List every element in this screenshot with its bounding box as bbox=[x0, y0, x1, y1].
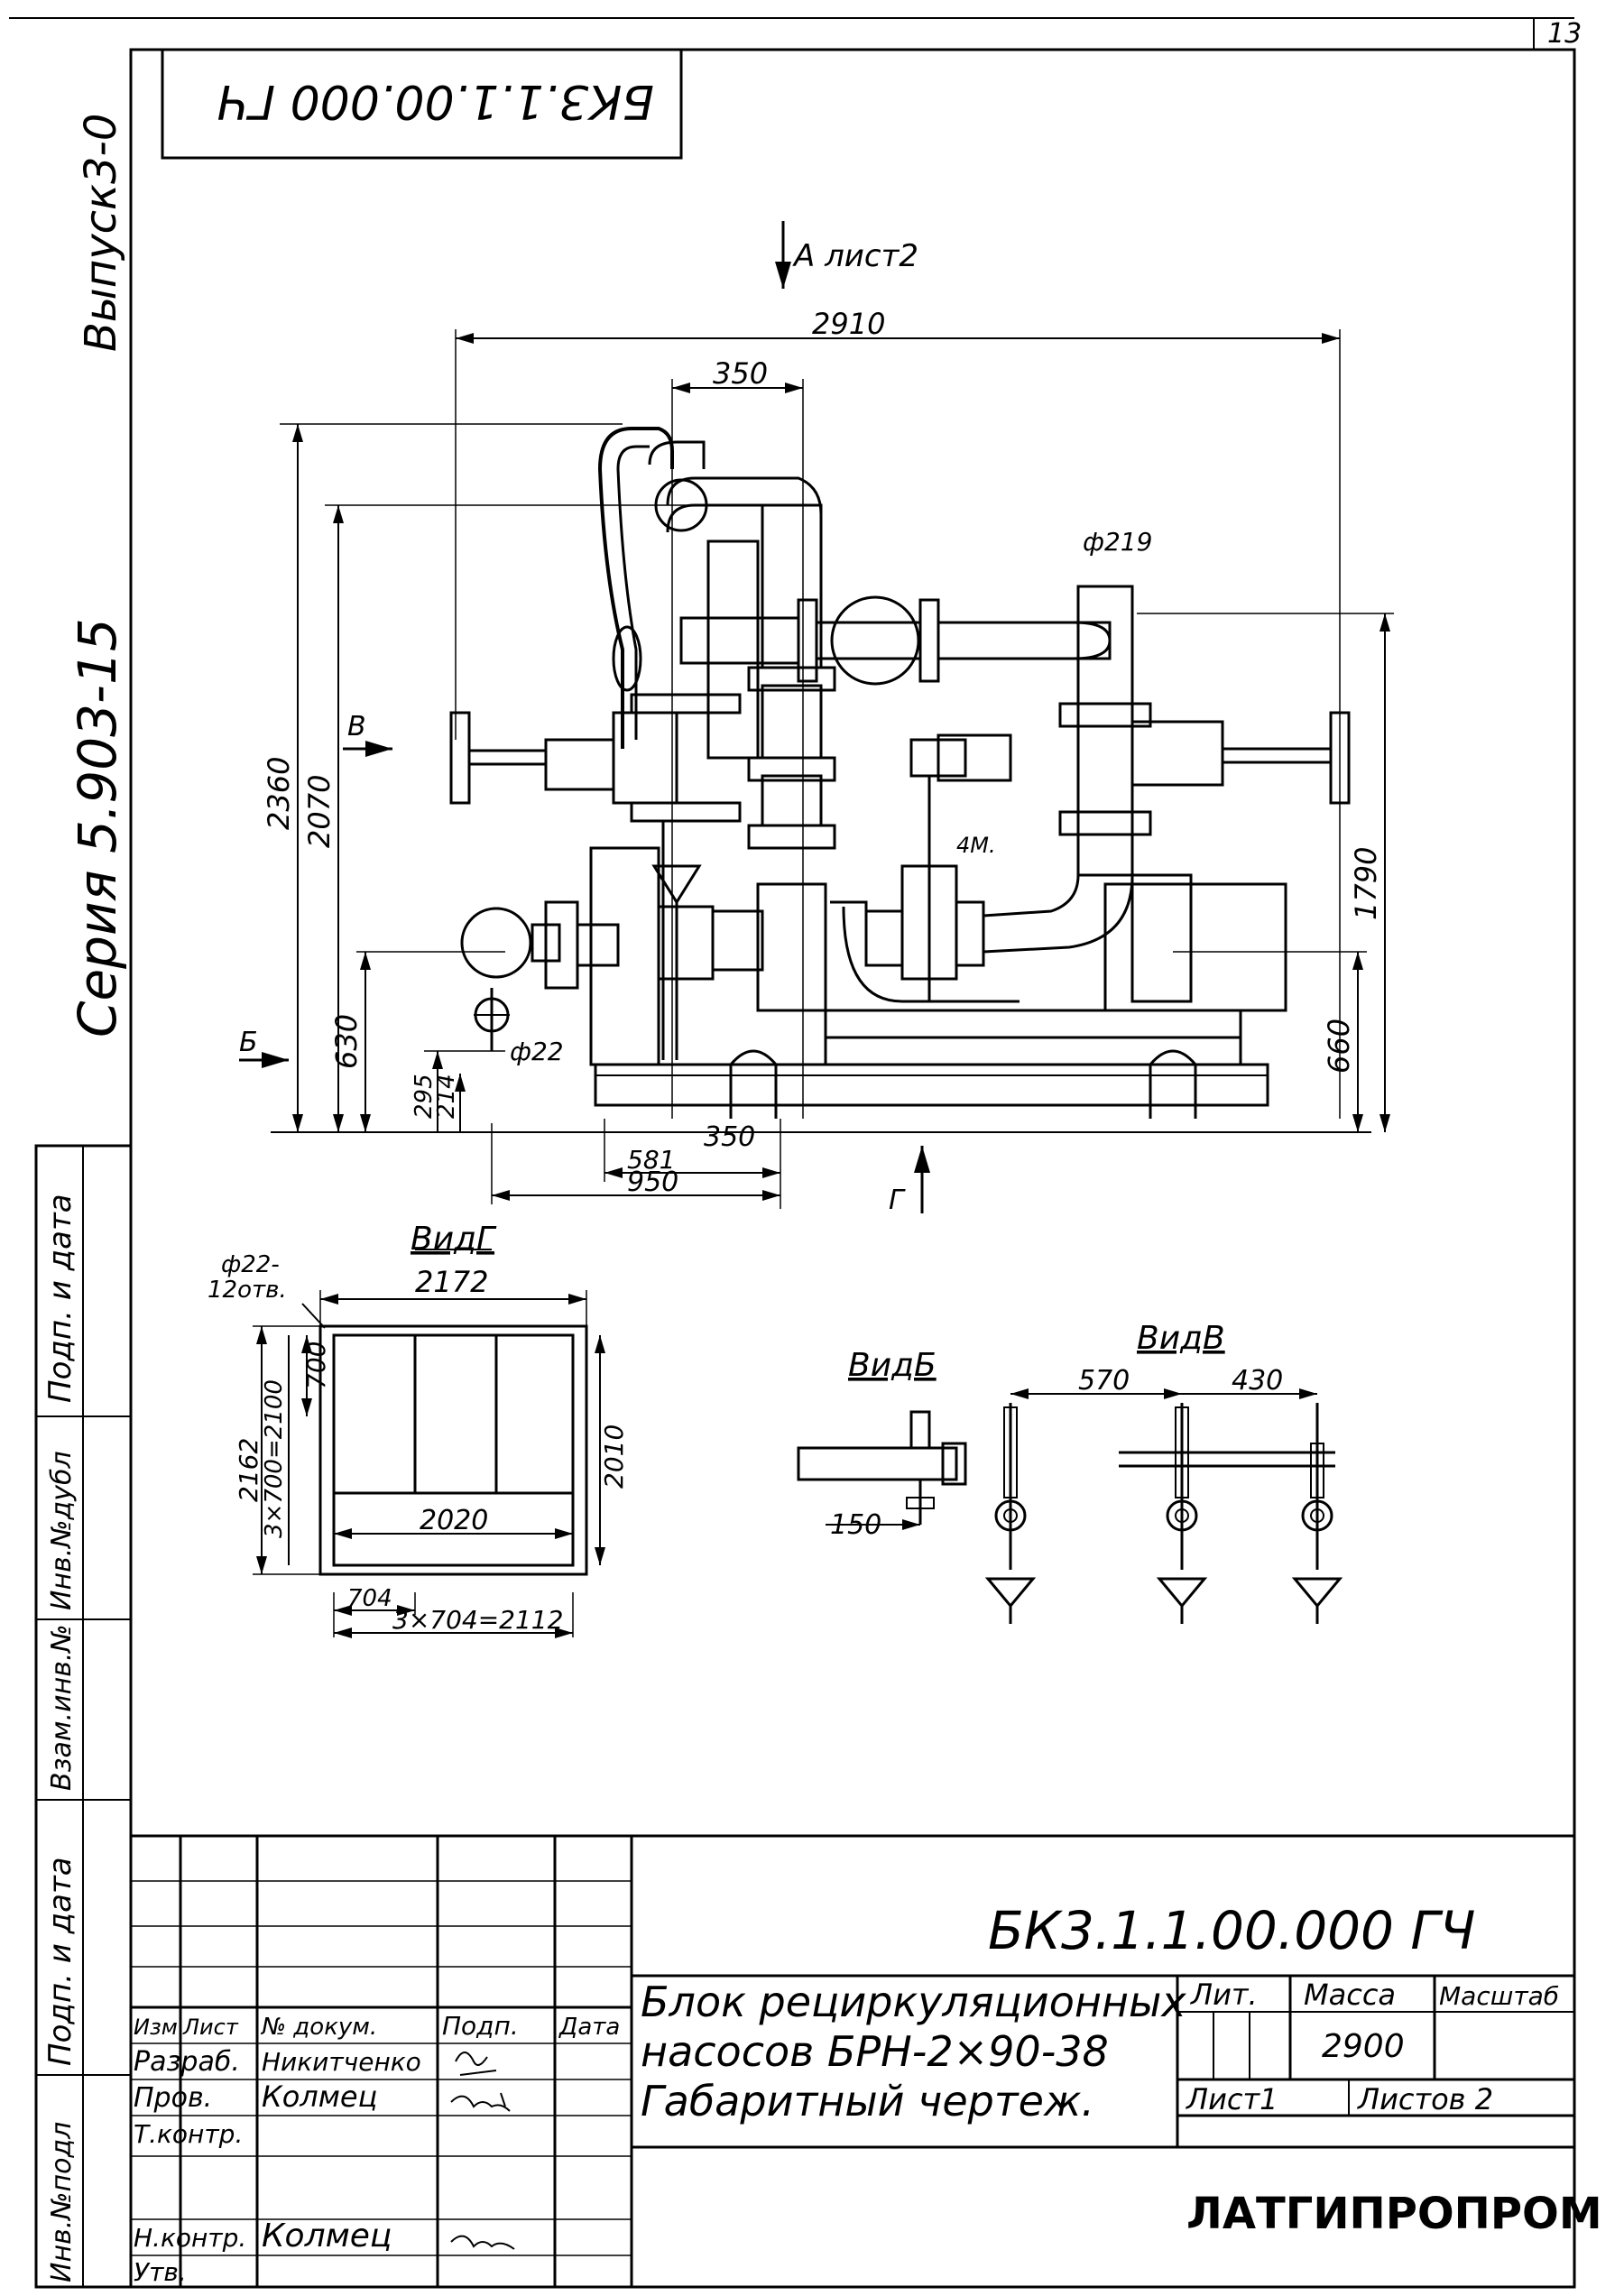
view-g-hole-note-1: ф22- bbox=[221, 1251, 280, 1278]
series-label: Серия 5.903-15 bbox=[67, 618, 128, 1037]
dim-214: 214 bbox=[433, 1074, 460, 1119]
dim-1790: 1790 bbox=[1349, 847, 1383, 920]
name-developer: Никитченко bbox=[262, 2047, 421, 2077]
view-g-hole-note-2: 12отв. bbox=[208, 1277, 287, 1304]
dim-2010: 2010 bbox=[599, 1425, 629, 1489]
role-approved: Утв. bbox=[134, 2257, 187, 2287]
title-doc-code: БК3.1.1.00.000 ГЧ bbox=[988, 1900, 1475, 1961]
col-header-list: Лист bbox=[182, 2015, 239, 2040]
dim-581: 581 bbox=[627, 1145, 675, 1175]
view-v-drawing bbox=[984, 1388, 1343, 1624]
name-norm-control: Колмец bbox=[262, 2218, 392, 2255]
desc-line-2: насосов БРН-2×90-38 bbox=[641, 2027, 1109, 2076]
dim-phi219: ф219 bbox=[1083, 527, 1152, 557]
view-b-label: Б bbox=[239, 1027, 258, 1058]
motor-note: 4М. bbox=[956, 833, 996, 858]
rotated-doc-code: БК3.1.1.00.000 ГЧ bbox=[217, 74, 654, 128]
col-header-doc: № докум. bbox=[260, 2014, 377, 2041]
dim-950: 950 bbox=[627, 1166, 678, 1198]
dim-295: 295 bbox=[411, 1074, 438, 1119]
dim-630: 630 bbox=[329, 1014, 364, 1069]
side-stamp-strip bbox=[34, 1144, 133, 2289]
view-b-title: ВидБ bbox=[848, 1347, 937, 1384]
view-g-title: ВидГ bbox=[411, 1221, 497, 1258]
dim-430: 430 bbox=[1232, 1365, 1283, 1397]
dim-150: 150 bbox=[830, 1509, 881, 1541]
sheet-label: Лист1 bbox=[1186, 2082, 1278, 2116]
dim-704: 704 bbox=[347, 1585, 392, 1612]
view-v-label: В bbox=[347, 711, 366, 742]
view-b-drawing bbox=[797, 1410, 967, 1530]
dim-2020: 2020 bbox=[420, 1505, 488, 1536]
dim-2360: 2360 bbox=[262, 757, 296, 830]
issue-label: Выпуск3-0 bbox=[76, 114, 126, 352]
view-g-label: Г bbox=[889, 1185, 906, 1216]
stamp-sign-date-1: Подп. и дата bbox=[42, 1194, 78, 1403]
dim-570: 570 bbox=[1078, 1365, 1130, 1397]
stamp-replaced-inv: Взам.инв.№ bbox=[46, 1624, 78, 1791]
dim-3x704: 3×704=2112 bbox=[392, 1605, 563, 1635]
dim-350-bottom: 350 bbox=[704, 1121, 755, 1153]
dim-2910: 2910 bbox=[812, 307, 885, 341]
dim-660: 660 bbox=[1322, 1019, 1356, 1074]
role-checked: Пров. bbox=[134, 2082, 212, 2114]
view-g-drawing bbox=[253, 1249, 605, 1638]
mass-value: 2900 bbox=[1322, 2028, 1405, 2065]
role-tech-control: Т.контр. bbox=[134, 2119, 243, 2149]
role-norm-control: Н.контр. bbox=[134, 2223, 246, 2253]
lit-label: Лит. bbox=[1190, 1978, 1258, 2012]
scale-label: Масштаб bbox=[1439, 1981, 1559, 2011]
view-a-label: А лист2 bbox=[792, 238, 918, 274]
title-block-grid bbox=[129, 1834, 1576, 2289]
organization-name: ЛАТГИПРОПРОМ bbox=[1186, 2189, 1602, 2239]
col-header-date: Дата bbox=[558, 2014, 620, 2041]
dim-350-top: 350 bbox=[713, 356, 768, 391]
sheets-label: Листов 2 bbox=[1357, 2082, 1493, 2116]
dim-2172: 2172 bbox=[415, 1265, 488, 1299]
stamp-orig-inv: Инв.№подл bbox=[46, 2122, 78, 2282]
main-view-drawing bbox=[239, 221, 1394, 1213]
mass-label: Масса bbox=[1304, 1978, 1396, 2012]
stamp-dup-inv: Инв.№дубл bbox=[46, 1451, 78, 1610]
col-header-sign: Подп. bbox=[442, 2011, 519, 2041]
dim-2162: 2162 bbox=[234, 1438, 263, 1502]
stamp-sign-date-2: Подп. и дата bbox=[42, 1857, 78, 2066]
view-v-title: ВидВ bbox=[1137, 1320, 1225, 1357]
signature-scribbles bbox=[450, 2052, 515, 2250]
dim-3x700: 3×700=2100 bbox=[261, 1379, 288, 1538]
col-header-izm: Изм. bbox=[134, 2015, 184, 2040]
desc-line-3: Габаритный чертеж. bbox=[641, 2077, 1094, 2125]
rotated-code-box bbox=[161, 50, 683, 160]
name-checked: Колмец bbox=[262, 2079, 377, 2114]
role-developer: Разраб. bbox=[134, 2046, 240, 2078]
dim-2070: 2070 bbox=[302, 775, 337, 848]
desc-line-1: Блок рециркуляционных bbox=[641, 1978, 1186, 2026]
page-number: 13 bbox=[1547, 18, 1582, 50]
dim-700: 700 bbox=[301, 1342, 331, 1389]
dim-phi22: ф22 bbox=[510, 1037, 564, 1066]
